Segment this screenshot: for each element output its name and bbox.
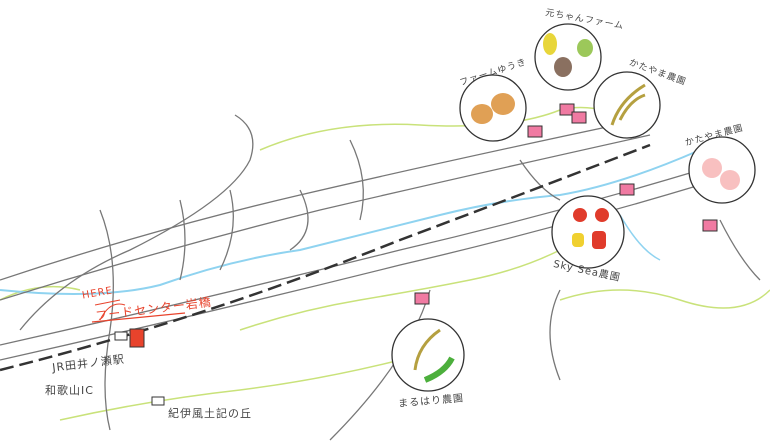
roads (0, 114, 761, 441)
farm-houses (414, 103, 718, 305)
ic-label: 和歌山IC (45, 384, 94, 397)
landmark-label: 紀伊風土記の丘 (168, 407, 252, 420)
produce-icons (413, 33, 740, 383)
river (0, 149, 701, 295)
hills (0, 106, 770, 421)
store-building (129, 328, 145, 348)
landmark-building (151, 396, 165, 406)
bubbles (391, 23, 756, 392)
station-building (114, 331, 128, 341)
railway (0, 143, 651, 372)
